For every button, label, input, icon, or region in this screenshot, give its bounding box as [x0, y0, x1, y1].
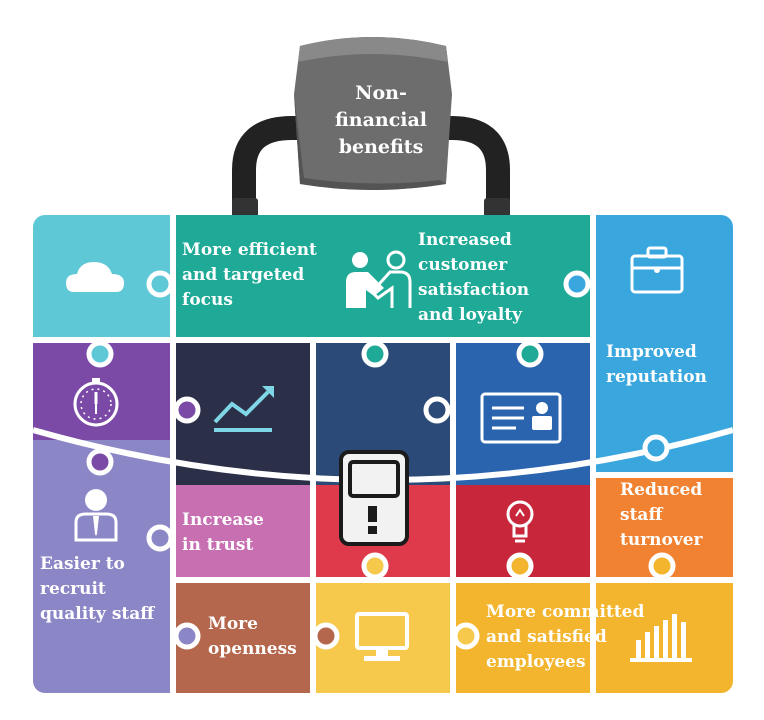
clock-icon — [73, 378, 119, 427]
piece-lavender — [33, 440, 173, 693]
trust-label: Increase in trust — [182, 510, 264, 555]
bag-body — [33, 215, 733, 693]
briefcase-handle — [232, 116, 510, 224]
non-financial-benefits-label: Non- financial benefits — [334, 82, 428, 158]
businessman-icon — [74, 489, 118, 542]
openness-label: More openness — [208, 614, 297, 659]
efficient-focus-label: More efficient and targeted focus — [182, 240, 317, 310]
piece-teal — [173, 215, 593, 340]
lightbulb-icon — [506, 500, 534, 543]
fist-handle — [294, 37, 452, 190]
computer-icon — [355, 612, 409, 661]
door-icon — [339, 450, 409, 546]
briefcase-icon — [630, 246, 684, 294]
handshake-icon — [346, 250, 412, 308]
trend-up-icon — [213, 386, 274, 432]
customer-satisfaction-label: Increased customer satisfaction and loya… — [418, 230, 530, 325]
bar-graph-icon — [630, 614, 692, 662]
id-card-icon — [480, 392, 562, 444]
committed-employees-label: More committed and satisfied employees — [486, 602, 645, 672]
cloud-icon — [66, 262, 124, 292]
reputation-label: Improved reputation — [606, 342, 707, 387]
piece-pink — [173, 485, 313, 580]
recruit-label: Easier to recruit quality staff — [40, 554, 155, 624]
staff-turnover-label: Reduced staff turnover — [620, 480, 703, 550]
